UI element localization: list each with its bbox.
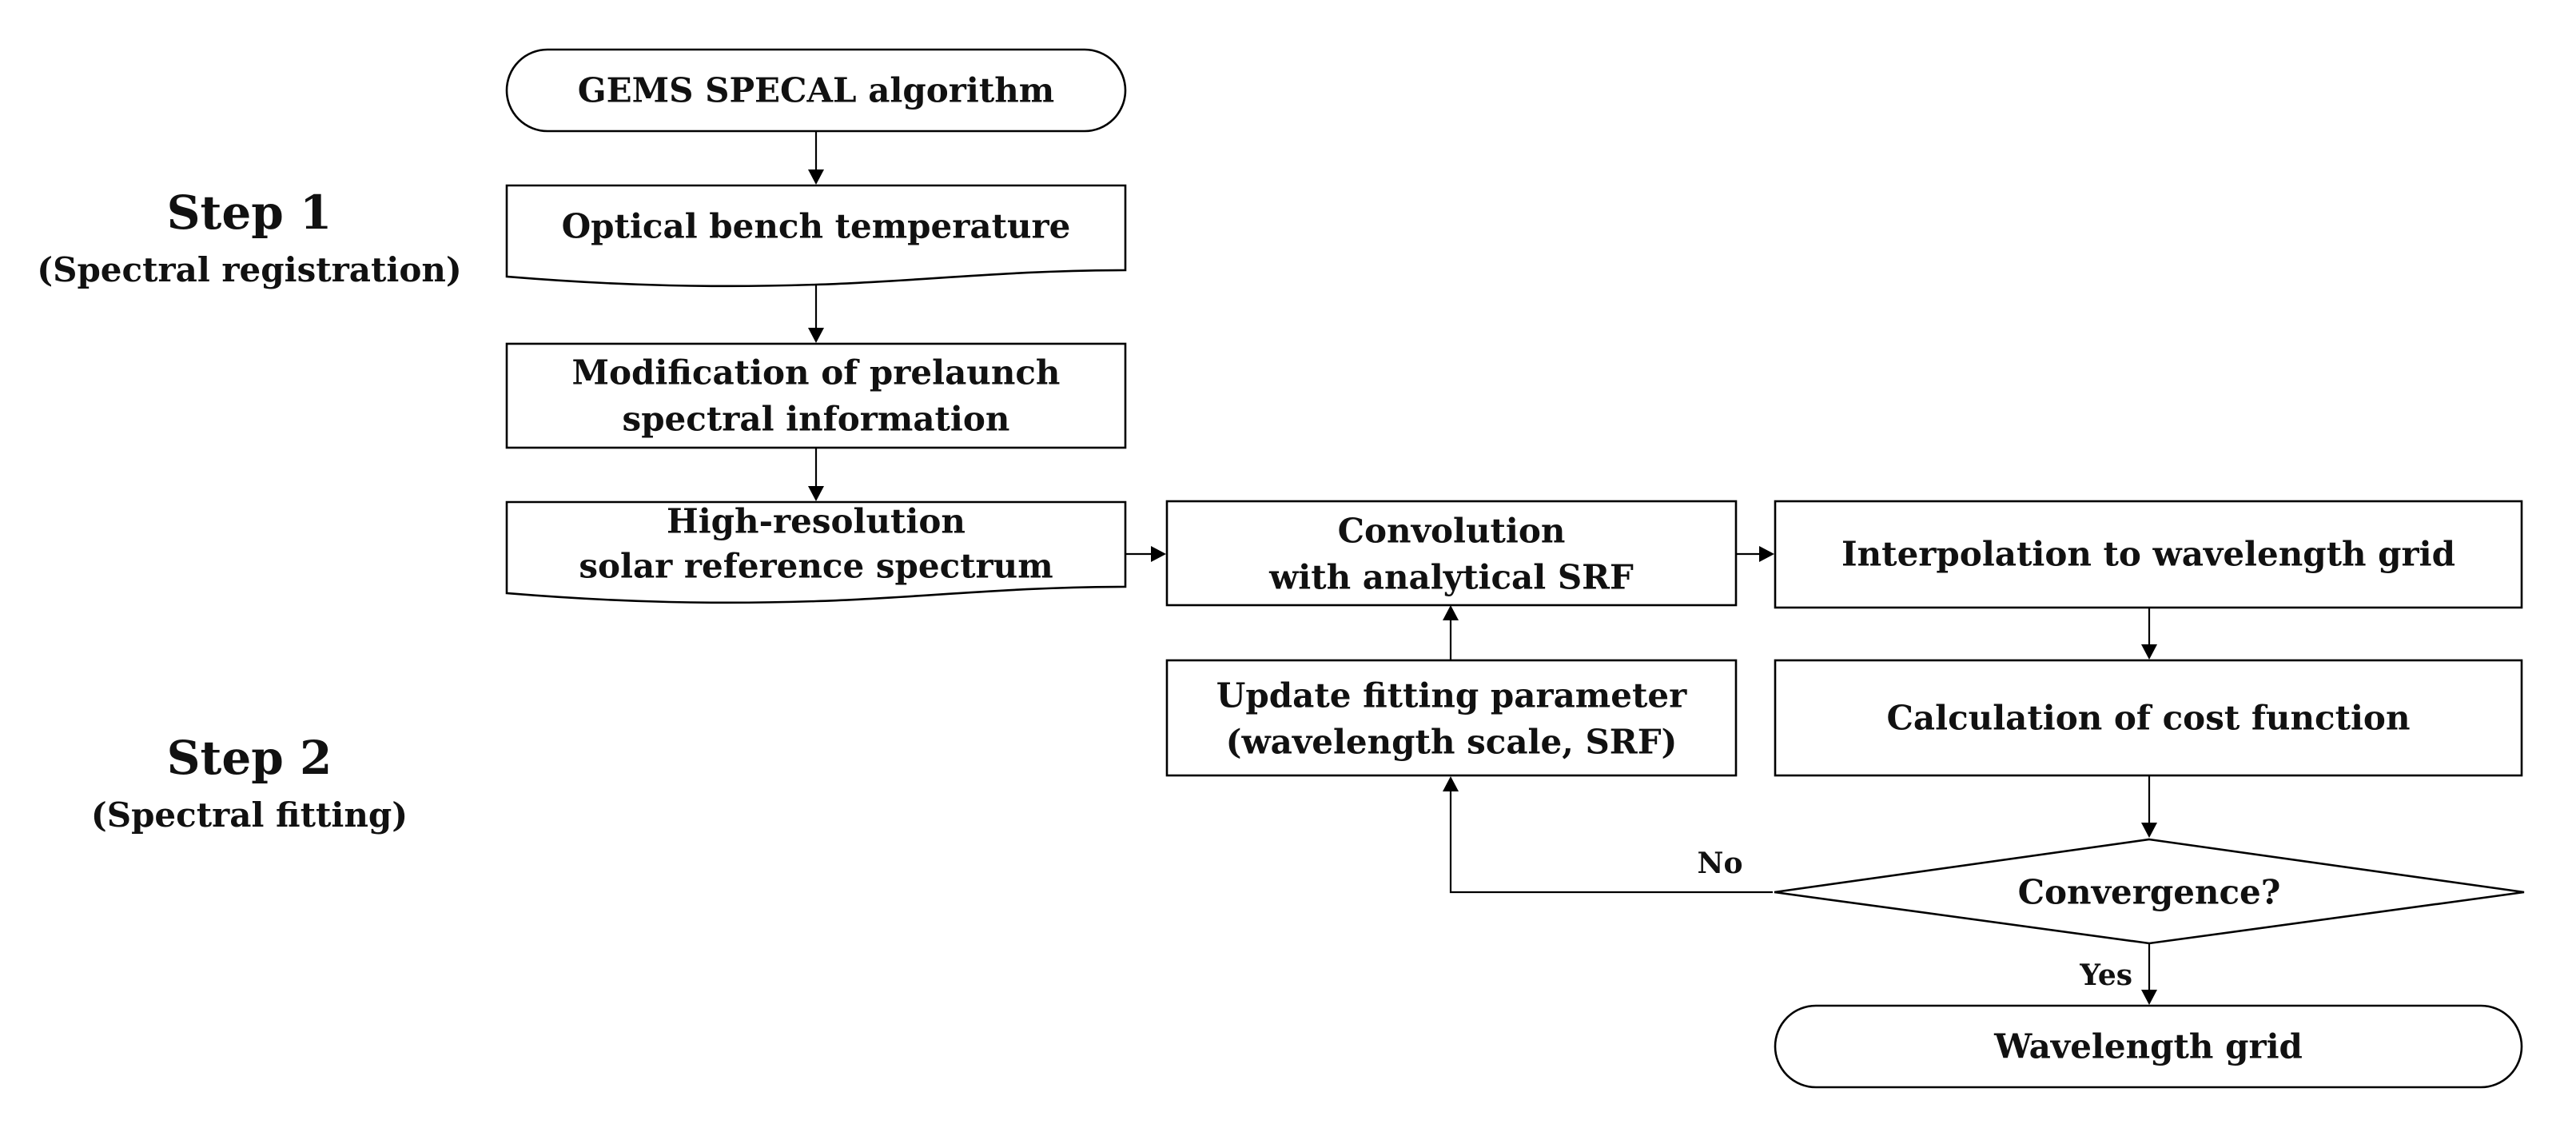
node-interpolation-label: Interpolation to wavelength grid <box>1841 535 2455 574</box>
node-update-params-line1: Update fitting parameter <box>1216 676 1687 715</box>
node-modification: Modification of prelaunch spectral infor… <box>505 342 1127 449</box>
node-modification-line1: Modification of prelaunch <box>572 353 1061 393</box>
edge-optical-bench-to-modification <box>808 285 824 343</box>
edge-update-params-to-convolution <box>1443 605 1459 660</box>
node-solar-reference-line1: High-resolution <box>667 502 966 541</box>
edge-start-to-optical-bench <box>808 131 824 185</box>
node-convolution: Convolution with analytical SRF <box>1165 500 1738 607</box>
node-solar-reference: High-resolution solar reference spectrum <box>505 500 1127 604</box>
edge-label-yes: Yes <box>2079 959 2132 992</box>
step1-title: Step 1 <box>167 185 332 240</box>
edge-modification-to-solar-reference <box>808 448 824 501</box>
step2-subtitle: (Spectral fitting) <box>91 795 408 835</box>
node-cost-function: Calculation of cost function <box>1774 659 2523 777</box>
connectors: No Yes <box>808 131 2157 1005</box>
edge-convergence-to-update-params: No <box>1443 776 1773 894</box>
step1-subtitle: (Spectral registration) <box>37 250 462 289</box>
edge-convergence-to-end: Yes <box>2079 943 2157 1005</box>
node-convergence: Convergence? <box>1774 838 2525 945</box>
node-convergence-label: Convergence? <box>2018 873 2281 912</box>
node-start-label: GEMS SPECAL algorithm <box>578 71 1054 110</box>
edge-interpolation-to-cost-function <box>2141 608 2157 660</box>
edge-label-no: No <box>1698 847 1743 880</box>
step2-label: Step 2 (Spectral fitting) <box>91 731 408 835</box>
node-solar-reference-line2: solar reference spectrum <box>579 547 1053 586</box>
node-update-params: Update fitting parameter (wavelength sca… <box>1165 659 1738 777</box>
node-cost-function-label: Calculation of cost function <box>1887 699 2411 738</box>
edge-convolution-to-interpolation <box>1736 546 1774 562</box>
node-end: Wavelength grid <box>1774 1004 2523 1089</box>
edge-solar-reference-to-convolution <box>1125 546 1166 562</box>
node-update-params-line2: (wavelength scale, SRF) <box>1226 723 1678 762</box>
node-start: GEMS SPECAL algorithm <box>505 48 1127 133</box>
node-end-label: Wavelength grid <box>1993 1027 2303 1066</box>
node-optical-bench: Optical bench temperature <box>505 184 1127 288</box>
node-convolution-line2: with analytical SRF <box>1268 558 1634 597</box>
node-convolution-line1: Convolution <box>1338 512 1566 551</box>
step2-title: Step 2 <box>167 731 332 785</box>
node-modification-line2: spectral information <box>623 400 1010 439</box>
step1-label: Step 1 (Spectral registration) <box>37 185 462 289</box>
node-interpolation: Interpolation to wavelength grid <box>1774 500 2523 609</box>
node-optical-bench-label: Optical bench temperature <box>562 207 1071 246</box>
edge-cost-function-to-convergence <box>2141 775 2157 838</box>
